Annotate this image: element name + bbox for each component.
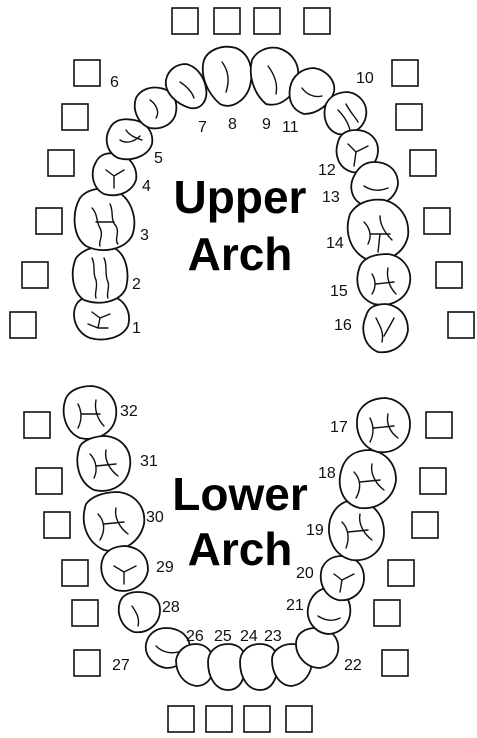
tooth-number-16: 16 [334, 317, 352, 334]
tooth-20-drawing [319, 555, 365, 602]
tooth-number-5: 5 [154, 150, 163, 167]
tooth-number-31: 31 [140, 453, 158, 470]
tooth-number-17: 17 [330, 419, 348, 436]
tooth-checkbox-6[interactable] [73, 59, 101, 87]
tooth-30-drawing [82, 491, 146, 552]
tooth-number-29: 29 [156, 559, 174, 576]
tooth-checkbox-19[interactable] [411, 511, 439, 539]
tooth-number-32: 32 [120, 403, 138, 420]
tooth-number-30: 30 [146, 509, 164, 526]
tooth-checkbox-16[interactable] [447, 311, 475, 339]
tooth-number-12: 12 [318, 162, 336, 179]
upper-arch-label-line1: Upper [174, 171, 307, 223]
tooth-31-drawing [76, 435, 132, 492]
tooth-number-8: 8 [228, 116, 237, 133]
tooth-checkbox-1[interactable] [9, 311, 37, 339]
tooth-number-28: 28 [162, 599, 180, 616]
tooth-12-drawing [335, 129, 379, 174]
tooth-19-drawing [328, 499, 385, 562]
tooth-7-drawing [164, 63, 208, 110]
tooth-5-drawing [105, 118, 154, 161]
tooth-number-24: 24 [240, 628, 258, 645]
tooth-checkbox-28[interactable] [71, 599, 99, 627]
tooth-4-drawing [91, 152, 138, 197]
tooth-number-26: 26 [186, 628, 204, 645]
tooth-29-drawing [100, 545, 149, 592]
tooth-checkbox-27[interactable] [73, 649, 101, 677]
tooth-checkbox-18[interactable] [419, 467, 447, 495]
upper-teeth [71, 45, 412, 354]
tooth-number-21: 21 [286, 597, 304, 614]
tooth-16-drawing [362, 303, 409, 354]
tooth-checkbox-29[interactable] [61, 559, 89, 587]
lower-arch-label-line1: Lower [172, 468, 308, 520]
tooth-number-27: 27 [112, 657, 130, 674]
tooth-number-20: 20 [296, 565, 314, 582]
tooth-checkbox-32[interactable] [23, 411, 51, 439]
tooth-28-drawing [117, 591, 161, 634]
tooth-checkbox-20[interactable] [387, 559, 415, 587]
tooth-number-9: 9 [262, 116, 271, 133]
tooth-number-10: 10 [356, 70, 374, 87]
tooth-checkbox-13[interactable] [395, 103, 423, 131]
tooth-checkbox-2[interactable] [21, 261, 49, 289]
tooth-number-13: 13 [322, 189, 340, 206]
tooth-17-drawing [356, 397, 411, 454]
upper-arch-label-line2: Arch [188, 228, 293, 280]
tooth-10-drawing [288, 67, 336, 115]
tooth-checkbox-8[interactable] [213, 7, 241, 35]
tooth-number-18: 18 [318, 465, 336, 482]
tooth-checkbox-17[interactable] [425, 411, 453, 439]
tooth-checkbox-24[interactable] [243, 705, 271, 733]
tooth-number-14: 14 [326, 235, 344, 252]
tooth-checkbox-3[interactable] [35, 207, 63, 235]
tooth-22-drawing [295, 627, 340, 669]
tooth-checkbox-25[interactable] [205, 705, 233, 733]
tooth-14-drawing [346, 198, 410, 262]
tooth-13-drawing [350, 161, 399, 208]
tooth-checkbox-21[interactable] [373, 599, 401, 627]
tooth-18-drawing [338, 449, 397, 510]
tooth-checkbox-23[interactable] [285, 705, 313, 733]
tooth-11-drawing [323, 91, 368, 136]
tooth-number-4: 4 [142, 178, 151, 195]
tooth-checkbox-10[interactable] [391, 59, 419, 87]
tooth-checkbox-26[interactable] [167, 705, 195, 733]
lower-teeth [62, 385, 411, 691]
lower-arch-label-line2: Arch [188, 523, 293, 575]
tooth-checkbox-15[interactable] [435, 261, 463, 289]
tooth-8-drawing [201, 45, 253, 107]
tooth-checkbox-22[interactable] [381, 649, 409, 677]
tooth-checkbox-31[interactable] [35, 467, 63, 495]
tooth-number-23: 23 [264, 628, 282, 645]
tooth-checkbox-30[interactable] [43, 511, 71, 539]
tooth-number-3: 3 [140, 227, 149, 244]
tooth-checkbox-5[interactable] [61, 103, 89, 131]
tooth-number-6: 6 [110, 74, 119, 91]
tooth-checkbox-7[interactable] [171, 7, 199, 35]
tooth-checkbox-9[interactable] [253, 7, 281, 35]
tooth-checkbox-4[interactable] [47, 149, 75, 177]
tooth-checkbox-12[interactable] [409, 149, 437, 177]
tooth-checkbox-14[interactable] [423, 207, 451, 235]
tooth-number-1: 1 [132, 320, 141, 337]
tooth-number-22: 22 [344, 657, 362, 674]
tooth-number-25: 25 [214, 628, 232, 645]
tooth-number-15: 15 [330, 283, 348, 300]
tooth-checkboxes [9, 7, 475, 733]
tooth-checkbox-11[interactable] [303, 7, 331, 35]
tooth-15-drawing [356, 253, 412, 306]
tooth-2-drawing [71, 245, 129, 304]
tooth-3-drawing [73, 187, 136, 251]
tooth-number-2: 2 [132, 276, 141, 293]
tooth-number-7: 7 [198, 119, 207, 136]
tooth-number-11: 11 [282, 119, 299, 136]
tooth-6-drawing [133, 86, 178, 130]
tooth-32-drawing [62, 385, 118, 440]
tooth-number-19: 19 [306, 522, 324, 539]
